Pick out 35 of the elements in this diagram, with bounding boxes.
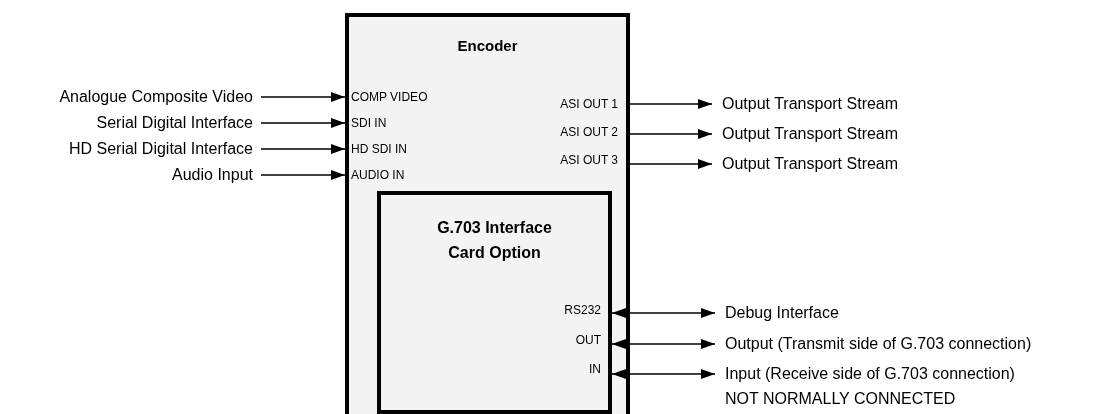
port-label: HD SDI IN — [351, 141, 408, 157]
signal-text: Output Transport Stream — [722, 94, 1022, 114]
port-label: ASI OUT 1 — [559, 96, 618, 112]
port-label: OUT — [574, 332, 601, 348]
signal-text: Output (Transmit side of G.703 connection) — [725, 334, 1110, 354]
arrow — [629, 159, 713, 169]
block-title: Encoder — [456, 36, 519, 56]
arrow — [260, 170, 346, 180]
signal-text: Output Transport Stream — [722, 124, 1022, 144]
port-label: ASI OUT 2 — [559, 124, 618, 140]
port-label: AUDIO IN — [351, 167, 406, 183]
signal-text: HD Serial Digital Interface — [8, 139, 253, 159]
signal-text: Serial Digital Interface — [8, 113, 253, 133]
signal-text: Debug Interface — [725, 303, 1105, 323]
signal-text: Output Transport Stream — [722, 154, 1022, 174]
signal-text: Input (Receive side of G.703 connection) — [725, 364, 1110, 384]
signal-text: Audio Input — [8, 165, 253, 185]
block-title: G.703 Interface Card Option — [436, 218, 553, 263]
port-label: COMP VIDEO — [351, 89, 429, 105]
arrow — [260, 144, 346, 154]
note-text: NOT NORMALLY CONNECTED — [725, 389, 957, 409]
port-label: RS232 — [563, 302, 601, 318]
block-box — [345, 13, 630, 414]
port-label: IN — [588, 361, 601, 377]
arrow — [611, 369, 716, 379]
signal-text: Analogue Composite Video — [8, 87, 253, 107]
arrow — [260, 92, 346, 102]
arrow — [260, 118, 346, 128]
port-label: SDI IN — [351, 115, 388, 131]
arrow — [611, 308, 716, 318]
port-label: ASI OUT 3 — [559, 152, 618, 168]
arrow — [629, 129, 713, 139]
block-box — [377, 191, 612, 414]
arrow — [629, 99, 713, 109]
arrow — [611, 339, 716, 349]
